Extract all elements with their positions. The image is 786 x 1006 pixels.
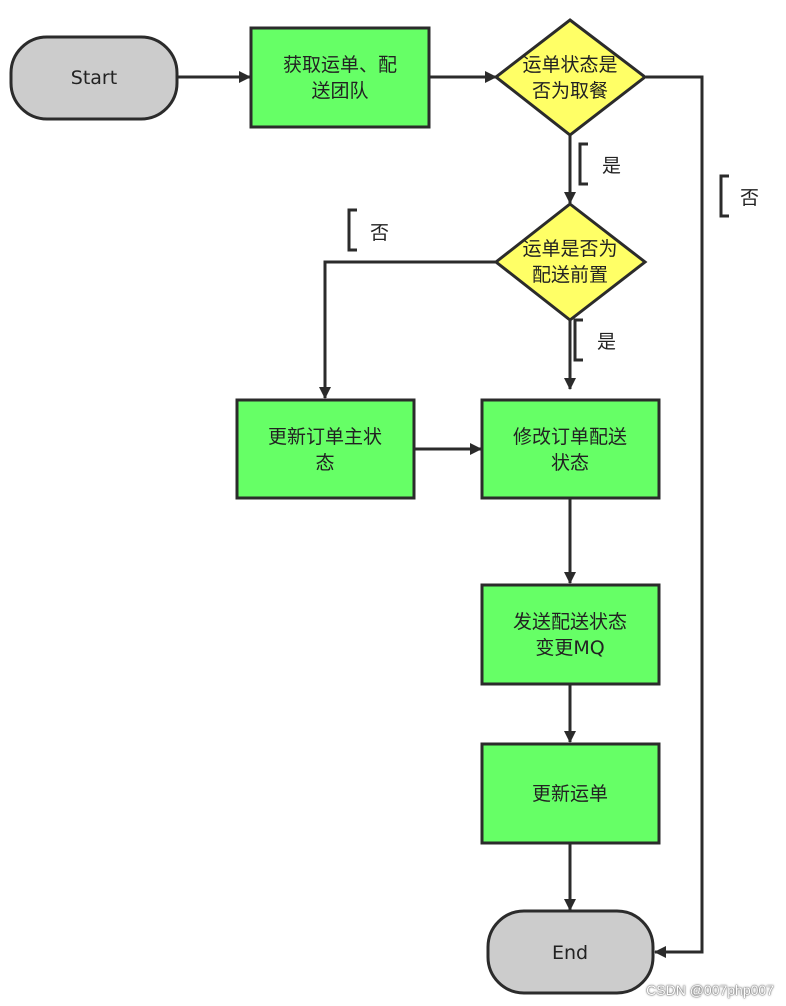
decision-is-pickup-line2: 否为取餐 bbox=[532, 80, 608, 102]
decision-is-pre-delivery: 运单是否为 配送前置 bbox=[493, 202, 648, 322]
end-label: End bbox=[552, 942, 588, 964]
bracket-pickup-no bbox=[719, 174, 729, 218]
process-modify-delivery-status-line1: 修改订单配送 bbox=[513, 426, 627, 448]
process-update-waybill: 更新运单 bbox=[480, 742, 661, 845]
start-node: Start bbox=[9, 35, 179, 121]
process-send-mq-line2: 变更MQ bbox=[535, 637, 604, 659]
edge-is-pickup-no-to-end bbox=[646, 75, 704, 958]
label-pickup-yes: 是 bbox=[602, 155, 621, 177]
bracket-pickup-yes bbox=[578, 142, 588, 186]
edge-is-pre-no-to-update-order bbox=[319, 260, 496, 399]
decision-is-pre-delivery-line2: 配送前置 bbox=[532, 264, 608, 286]
process-update-order-status-line2: 态 bbox=[315, 452, 334, 474]
process-get-waybill: 获取运单、配 送团队 bbox=[249, 26, 431, 129]
process-modify-delivery-status: 修改订单配送 状态 bbox=[480, 398, 661, 500]
decision-is-pickup-line1: 运单状态是 bbox=[522, 54, 617, 76]
decision-is-pickup: 运单状态是 否为取餐 bbox=[493, 18, 648, 137]
process-modify-delivery-status-line2: 状态 bbox=[551, 452, 589, 474]
end-node: End bbox=[486, 909, 655, 995]
bracket-pre-yes bbox=[573, 318, 583, 362]
label-pre-no: 否 bbox=[370, 222, 389, 244]
process-send-mq: 发送配送状态 变更MQ bbox=[480, 583, 661, 686]
start-shape bbox=[9, 35, 179, 121]
decision-is-pre-delivery-line1: 运单是否为 bbox=[522, 238, 617, 260]
start-label: Start bbox=[71, 67, 117, 89]
end-shape bbox=[486, 909, 655, 995]
process-update-waybill-label: 更新运单 bbox=[532, 783, 608, 805]
process-get-waybill-line1: 获取运单、配 bbox=[283, 54, 397, 76]
process-get-waybill-line2: 送团队 bbox=[311, 80, 368, 102]
process-update-order-status: 更新订单主状 态 bbox=[235, 398, 416, 500]
process-send-mq-line1: 发送配送状态 bbox=[513, 611, 627, 633]
watermark: CSDN @007php007 bbox=[646, 982, 774, 998]
bracket-pre-no bbox=[347, 208, 357, 252]
label-pickup-no: 否 bbox=[740, 187, 759, 209]
label-pre-yes: 是 bbox=[597, 331, 616, 353]
process-update-order-status-line1: 更新订单主状 bbox=[268, 426, 382, 448]
